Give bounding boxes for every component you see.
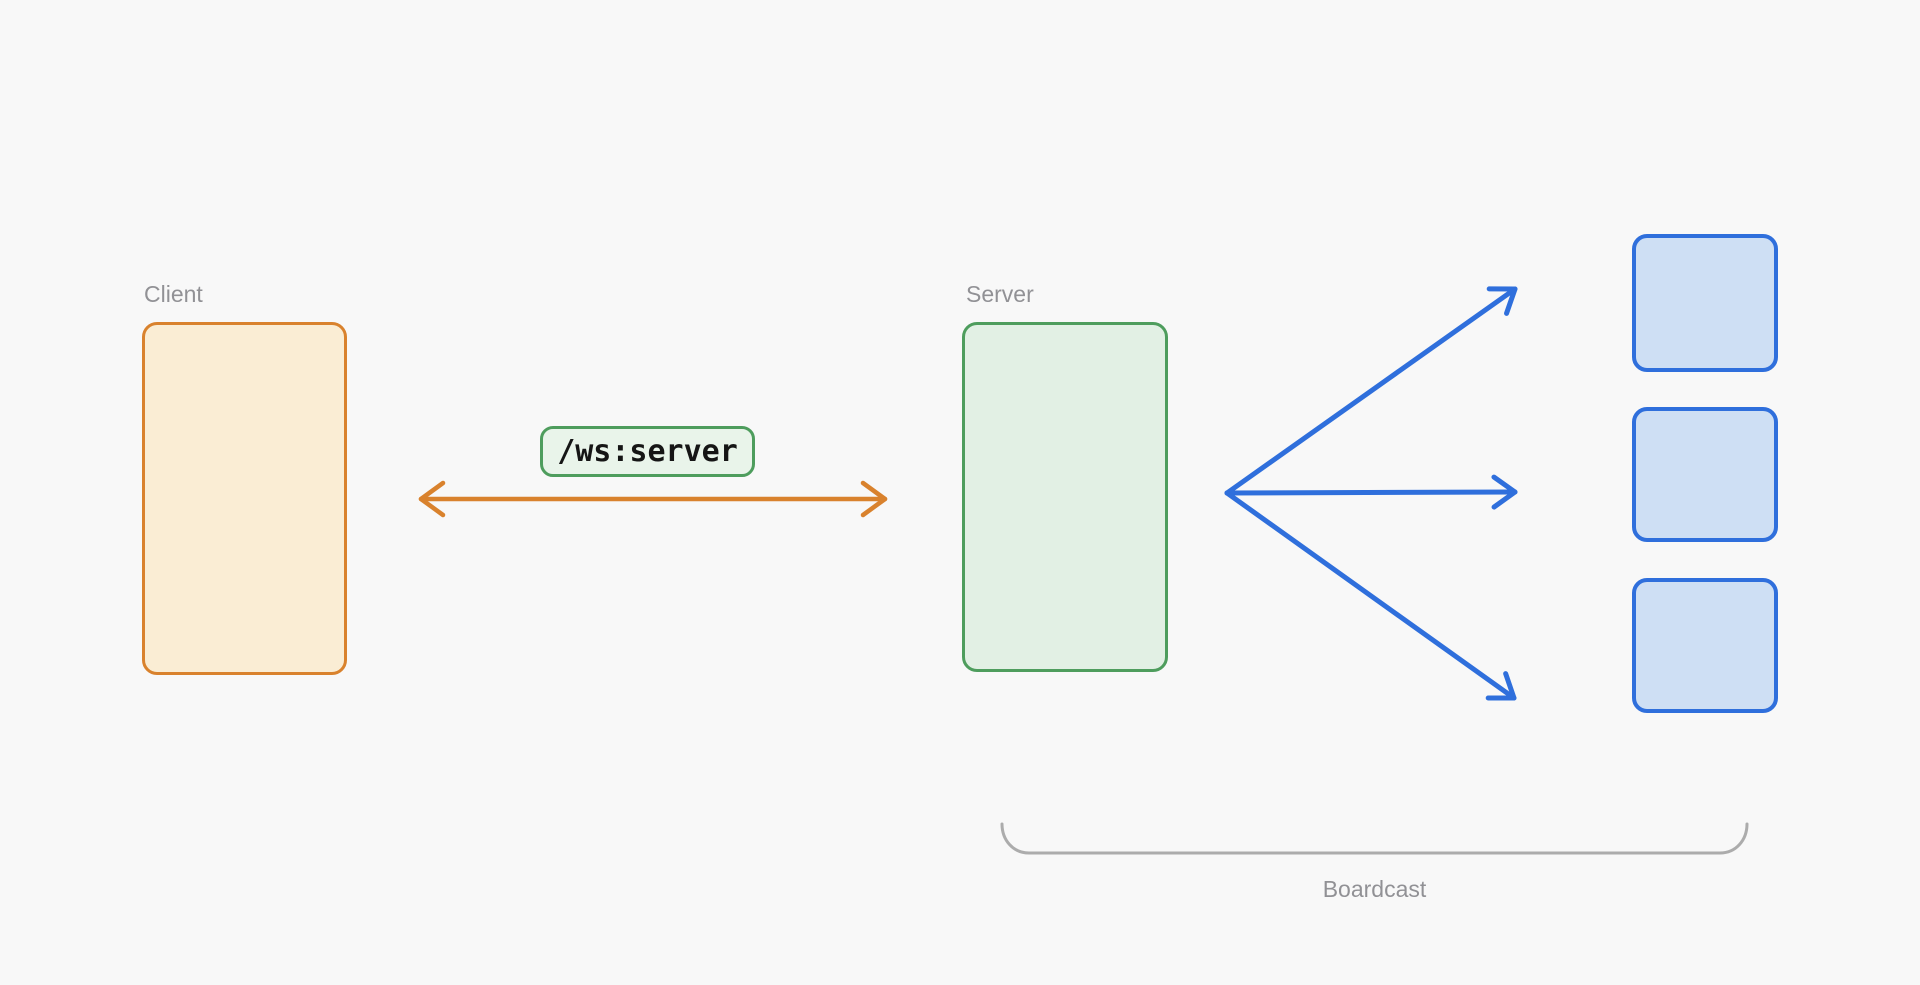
receiver-box-3: [1632, 578, 1778, 713]
broadcast-arrow-bottom: [1224, 490, 1517, 701]
server-label: Server: [966, 281, 1034, 307]
broadcast-arrow-middle: [1224, 474, 1518, 510]
broadcast-brace: [1000, 822, 1749, 855]
ws-route-badge: /ws:server: [540, 426, 755, 477]
client-node: [142, 322, 347, 675]
receiver-box-1: [1632, 234, 1778, 372]
server-node: [962, 322, 1168, 672]
receiver-box-2: [1632, 407, 1778, 542]
client-label: Client: [144, 281, 203, 307]
ws-route-label: /ws:server: [557, 434, 738, 469]
broadcast-arrow-top: [1224, 286, 1518, 496]
broadcast-label: Boardcast: [1322, 876, 1427, 902]
